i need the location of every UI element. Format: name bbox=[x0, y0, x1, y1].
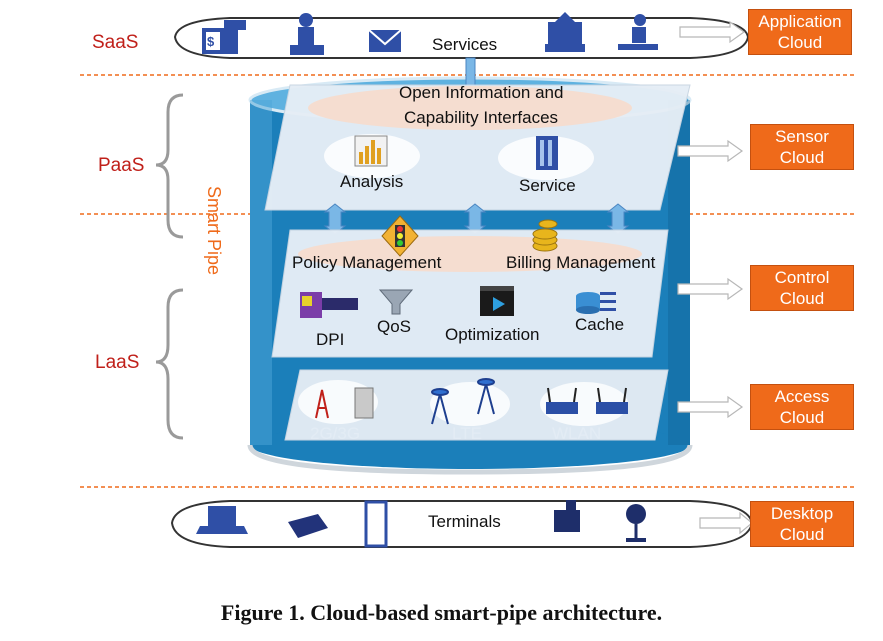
sensor-cloud-box: Sensor Cloud bbox=[750, 124, 854, 170]
arrow-to-control-cloud bbox=[677, 277, 744, 301]
cache-database-icon bbox=[576, 292, 616, 314]
tablet-icon bbox=[364, 500, 388, 548]
lte-tower-icon-1 bbox=[431, 388, 449, 425]
arrow-to-access-cloud bbox=[677, 395, 744, 419]
lte-tower-icon-2 bbox=[477, 378, 495, 415]
optimization-label: Optimization bbox=[445, 325, 540, 344]
policy-management-label: Policy Management bbox=[292, 253, 442, 272]
settop-box-icon bbox=[288, 514, 328, 538]
access-wlan-label: WLAN bbox=[552, 424, 602, 443]
base-station-icon bbox=[354, 387, 374, 419]
access-cloud-line2: Cloud bbox=[779, 408, 825, 427]
application-cloud-line1: Application bbox=[758, 12, 842, 31]
qos-label: QoS bbox=[377, 317, 412, 336]
laas-label: LaaS bbox=[95, 352, 140, 373]
control-icons bbox=[300, 215, 616, 318]
dpi-label: DPI bbox=[316, 330, 345, 349]
paas-brace bbox=[155, 93, 184, 239]
smart-pipe-label: Smart Pipe bbox=[204, 186, 224, 276]
coins-icon bbox=[532, 219, 558, 252]
service-server-icon bbox=[536, 136, 558, 170]
analysis-label: Analysis bbox=[340, 172, 404, 191]
access-cloud-box: Access Cloud bbox=[750, 384, 854, 430]
saas-label: SaaS bbox=[92, 32, 139, 53]
arrow-to-application-cloud bbox=[679, 20, 746, 44]
paas-title-line2: Capability Interfaces bbox=[404, 108, 559, 127]
services-icons: $ bbox=[202, 12, 658, 55]
laptop-icon bbox=[196, 506, 248, 534]
analysis-icon bbox=[354, 135, 388, 167]
call-center-icon bbox=[290, 13, 324, 55]
dpi-icon bbox=[300, 292, 358, 318]
video-camera-icon bbox=[554, 500, 580, 532]
traffic-light-icon bbox=[381, 215, 419, 257]
billing-management-label: Billing Management bbox=[506, 253, 656, 272]
arrow-to-desktop-cloud bbox=[699, 511, 753, 535]
interlayer-arrows bbox=[323, 203, 630, 235]
laas-brace bbox=[155, 288, 184, 440]
access-icons bbox=[315, 378, 628, 425]
figure-caption: Figure 1. Cloud-based smart-pipe archite… bbox=[220, 600, 663, 625]
paas-title-line1: Open Information and bbox=[399, 83, 564, 102]
webcam-icon bbox=[626, 504, 646, 542]
arrow-to-sensor-cloud bbox=[677, 139, 744, 163]
cloud-arrows bbox=[677, 20, 753, 535]
control-cloud-box: Control Cloud bbox=[750, 265, 854, 311]
office-worker-icon bbox=[618, 14, 658, 50]
svg-text:$: $ bbox=[207, 34, 215, 49]
desktop-cloud-line1: Desktop bbox=[770, 504, 834, 523]
application-cloud-box: Application Cloud bbox=[748, 9, 852, 55]
control-cloud-line2: Cloud bbox=[779, 289, 825, 308]
layer-braces bbox=[155, 93, 184, 440]
application-cloud-line2: Cloud bbox=[777, 33, 823, 52]
terminals-label: Terminals bbox=[428, 512, 501, 531]
services-label: Services bbox=[432, 35, 498, 54]
terminal-icons bbox=[196, 500, 646, 548]
access-cloud-line1: Access bbox=[774, 387, 830, 406]
sensor-cloud-line2: Cloud bbox=[779, 148, 825, 167]
cell-tower-icon bbox=[315, 389, 329, 419]
desktop-cloud-box: Desktop Cloud bbox=[750, 501, 854, 547]
access-2g3g-label: 2G/3G bbox=[310, 424, 361, 443]
wifi-router-icon-1 bbox=[546, 387, 578, 414]
sensor-cloud-line1: Sensor bbox=[775, 127, 829, 146]
cache-label: Cache bbox=[575, 315, 625, 334]
email-icon bbox=[368, 29, 402, 52]
paas-slab bbox=[264, 84, 691, 211]
wifi-router-icon-2 bbox=[596, 387, 628, 414]
service-label: Service bbox=[519, 176, 576, 195]
banking-icon: $ bbox=[202, 20, 246, 54]
paas-icons bbox=[354, 135, 558, 170]
control-cloud-line1: Control bbox=[774, 268, 830, 287]
qos-funnel-icon bbox=[378, 289, 414, 315]
access-lte-label: LTE bbox=[452, 424, 482, 443]
government-icon bbox=[545, 12, 585, 52]
optimization-video-icon bbox=[480, 286, 514, 316]
paas-label: PaaS bbox=[98, 155, 145, 176]
desktop-cloud-line2: Cloud bbox=[779, 525, 825, 544]
